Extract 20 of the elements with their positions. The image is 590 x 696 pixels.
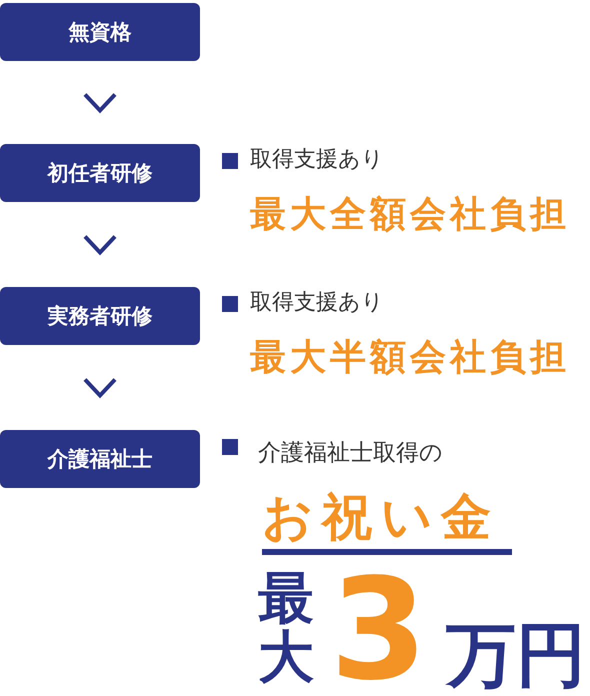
step-label: 無資格 <box>68 19 132 46</box>
note-text: 取得支援あり <box>250 149 384 171</box>
step-box <box>0 287 200 345</box>
step-label: 初任者研修 <box>48 160 152 187</box>
amount-unit: 万円 <box>446 620 586 690</box>
step-box <box>0 144 200 202</box>
highlight-text: 最大全額会社負担 <box>250 197 570 233</box>
chevron-arrow <box>84 235 116 256</box>
step-box <box>0 3 200 61</box>
highlight-text: 最大半額会社負担 <box>250 340 570 376</box>
step-box <box>0 430 200 488</box>
chevron-arrow <box>84 93 116 114</box>
chevron-arrow <box>84 378 116 398</box>
step-label: 実務者研修 <box>48 303 152 330</box>
bonus-heading: お祝い金 <box>262 492 500 542</box>
step-label: 介護福祉士 <box>48 446 152 473</box>
note-text: 取得支援あり <box>250 292 384 314</box>
amount-prefix: 最大 <box>258 570 314 688</box>
note-text: 介護福祉士取得の <box>258 442 443 465</box>
amount-number: 3 <box>330 568 428 694</box>
